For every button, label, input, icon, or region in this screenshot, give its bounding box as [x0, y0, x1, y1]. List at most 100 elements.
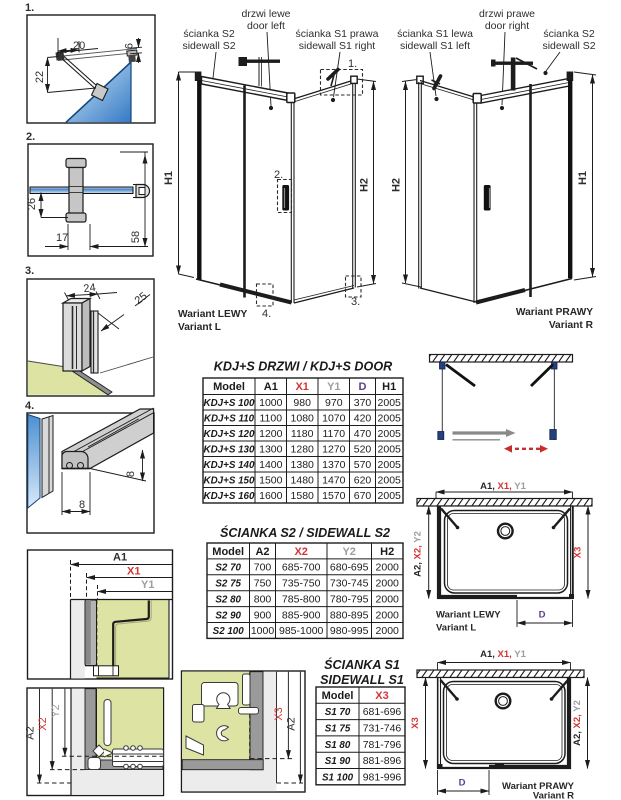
svg-text:980-995: 980-995 [330, 625, 369, 637]
svg-text:H2: H2 [391, 178, 403, 192]
svg-text:S1 90: S1 90 [325, 756, 351, 767]
svg-text:drzwi prawe: drzwi prawe [479, 8, 535, 20]
svg-text:ŚCIANKA S1: ŚCIANKA S1 [324, 657, 400, 672]
svg-text:731-746: 731-746 [363, 723, 402, 735]
svg-text:X3: X3 [273, 707, 285, 720]
svg-text:1000: 1000 [251, 625, 275, 637]
svg-text:X3: X3 [573, 547, 584, 559]
svg-text:781-796: 781-796 [363, 739, 402, 751]
svg-text:KDJ+S 160: KDJ+S 160 [204, 491, 255, 502]
svg-text:8: 8 [79, 499, 85, 511]
svg-text:H1: H1 [577, 171, 589, 185]
svg-text:Variant R: Variant R [549, 320, 594, 331]
svg-text:KDJ+S 120: KDJ+S 120 [204, 429, 255, 440]
svg-text:A1: A1 [264, 381, 278, 393]
svg-text:H2: H2 [380, 546, 394, 558]
svg-text:881-896: 881-896 [363, 755, 402, 767]
svg-text:26: 26 [26, 198, 38, 210]
svg-text:2000: 2000 [376, 609, 400, 621]
svg-text:6: 6 [124, 43, 136, 49]
svg-text:2005: 2005 [378, 397, 402, 409]
svg-text:1480: 1480 [291, 475, 315, 487]
svg-text:ścianka S2: ścianka S2 [183, 28, 235, 40]
svg-text:1200: 1200 [259, 428, 283, 440]
svg-text:4.: 4. [25, 400, 34, 412]
svg-text:KDJ+S 110: KDJ+S 110 [204, 414, 255, 425]
svg-text:1570: 1570 [322, 490, 346, 502]
svg-text:420: 420 [354, 413, 372, 425]
svg-text:1170: 1170 [323, 428, 346, 440]
svg-text:Wariant PRAWY: Wariant PRAWY [502, 781, 575, 792]
svg-text:X2: X2 [37, 717, 49, 730]
svg-text:1080: 1080 [291, 413, 315, 425]
svg-text:S2 70: S2 70 [215, 563, 241, 574]
svg-text:Y2: Y2 [50, 704, 62, 717]
svg-text:Wariant LEWY: Wariant LEWY [436, 610, 501, 621]
svg-text:S1 75: S1 75 [325, 724, 351, 735]
svg-text:S2 80: S2 80 [215, 594, 241, 605]
svg-text:3.: 3. [25, 265, 34, 277]
svg-text:1600: 1600 [259, 490, 283, 502]
svg-text:1380: 1380 [291, 459, 315, 471]
svg-text:drzwi lewe: drzwi lewe [241, 8, 290, 20]
svg-text:2005: 2005 [378, 428, 402, 440]
svg-text:A1, X1, Y1: A1, X1, Y1 [480, 649, 527, 660]
svg-text:KDJ+S 130: KDJ+S 130 [204, 445, 255, 456]
svg-text:4.: 4. [262, 308, 271, 320]
svg-text:D: D [459, 778, 466, 789]
svg-text:A2, X2, Y2: A2, X2, Y2 [413, 531, 424, 577]
svg-text:17: 17 [56, 232, 68, 244]
svg-text:730-745: 730-745 [330, 578, 369, 590]
svg-text:1070: 1070 [322, 413, 346, 425]
svg-text:ścianka S1 lewa: ścianka S1 lewa [397, 28, 473, 40]
svg-text:KDJ+S 140: KDJ+S 140 [204, 460, 255, 471]
svg-text:1470: 1470 [322, 475, 346, 487]
svg-text:620: 620 [354, 475, 372, 487]
svg-text:1280: 1280 [291, 444, 315, 456]
svg-text:1.: 1. [348, 58, 357, 70]
svg-text:KDJ+S 100: KDJ+S 100 [204, 398, 255, 409]
svg-text:1370: 1370 [322, 459, 346, 471]
svg-text:S1 80: S1 80 [325, 740, 351, 751]
svg-text:S2 90: S2 90 [215, 610, 241, 621]
svg-text:800: 800 [254, 593, 272, 605]
svg-text:1180: 1180 [291, 428, 314, 440]
svg-text:A1: A1 [113, 552, 127, 564]
svg-text:A2: A2 [255, 546, 269, 558]
svg-text:Model: Model [212, 546, 244, 558]
svg-text:X2: X2 [294, 546, 307, 558]
svg-text:970: 970 [325, 397, 343, 409]
svg-text:S1 70: S1 70 [325, 707, 351, 718]
svg-text:980: 980 [293, 397, 311, 409]
svg-text:X3: X3 [375, 690, 388, 702]
svg-text:Wariant PRAWY: Wariant PRAWY [516, 307, 593, 318]
svg-text:58: 58 [130, 231, 142, 243]
svg-text:KDJ+S 150: KDJ+S 150 [204, 476, 255, 487]
svg-text:681-696: 681-696 [363, 706, 402, 718]
svg-text:2000: 2000 [376, 625, 400, 637]
svg-text:S1 100: S1 100 [322, 772, 354, 783]
svg-text:H1: H1 [163, 171, 175, 185]
svg-text:D: D [539, 610, 546, 621]
svg-text:sidewall S2: sidewall S2 [182, 40, 235, 52]
svg-text:sidewall S1 right: sidewall S1 right [299, 40, 376, 52]
svg-text:X3: X3 [410, 717, 421, 729]
svg-text:2.: 2. [274, 169, 283, 181]
svg-text:ścianka S2: ścianka S2 [543, 28, 595, 40]
svg-text:22: 22 [34, 71, 46, 83]
svg-text:H1: H1 [382, 381, 396, 393]
svg-text:3.: 3. [351, 296, 360, 308]
svg-text:1100: 1100 [260, 413, 283, 425]
svg-text:1270: 1270 [322, 444, 346, 456]
svg-text:1300: 1300 [259, 444, 283, 456]
svg-text:2005: 2005 [378, 475, 402, 487]
svg-text:880-895: 880-895 [330, 609, 369, 621]
svg-text:A1, X1, Y1: A1, X1, Y1 [480, 481, 527, 492]
svg-text:570: 570 [354, 459, 372, 471]
svg-text:2005: 2005 [378, 490, 402, 502]
svg-text:885-900: 885-900 [282, 609, 321, 621]
svg-text:8: 8 [125, 471, 137, 477]
svg-text:780-795: 780-795 [330, 593, 369, 605]
svg-text:2005: 2005 [378, 444, 402, 456]
svg-text:KDJ+S DRZWI / KDJ+S DOOR: KDJ+S DRZWI / KDJ+S DOOR [214, 360, 393, 374]
